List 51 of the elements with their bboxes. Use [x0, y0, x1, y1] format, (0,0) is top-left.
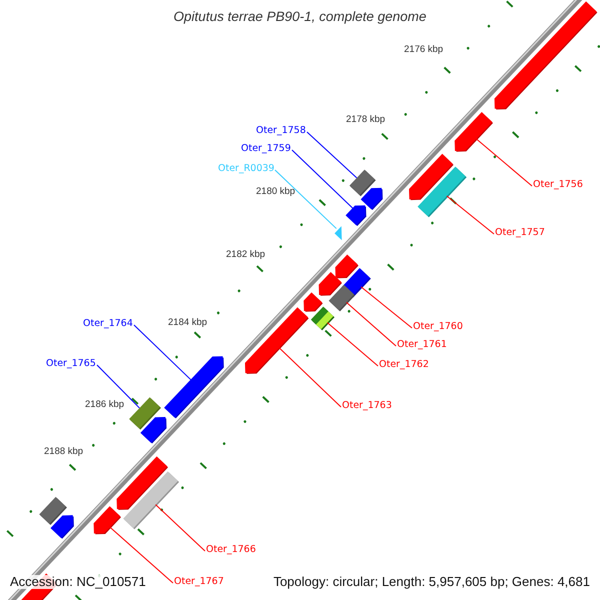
- leader-line: [274, 170, 337, 230]
- scale-label: 2180 kbp: [256, 187, 296, 198]
- gene-label: Oter_1760: [413, 322, 463, 332]
- summary-text: Topology: circular; Length: 5,957,605 bp; Genes: 4,681: [271, 575, 592, 590]
- gene-bar: [310, 306, 334, 330]
- gene-triangle: [334, 226, 342, 240]
- gene-label: Oter_1758: [256, 126, 306, 136]
- gene-feature: [50, 515, 74, 539]
- gene-feature: [244, 307, 309, 374]
- scale-label: 2176 kbp: [404, 45, 444, 56]
- scale-label: 2184 kbp: [168, 318, 208, 328]
- gene-label: Oter_1766: [206, 545, 256, 556]
- leader-line: [278, 347, 342, 408]
- leader-line: [346, 302, 396, 346]
- leader-line: [306, 132, 358, 178]
- accession-text: Accession: NC_010571: [8, 575, 148, 590]
- title: Opitutus terrae PB90-1, complete genome: [172, 10, 428, 25]
- leader-line: [446, 196, 494, 234]
- gene-feature: [94, 506, 122, 534]
- gene-label: Oter_1757: [495, 228, 545, 238]
- scale-label: 2186 kbp: [85, 400, 124, 410]
- gene-feature: [335, 254, 358, 278]
- gene-label: Oter_1764: [83, 319, 133, 330]
- gene-label: Oter_1759: [241, 144, 291, 154]
- leader-line: [109, 526, 174, 584]
- gene-feature: [360, 188, 383, 210]
- gene-feature: [304, 292, 323, 312]
- gene-feature: [346, 205, 366, 226]
- gene-bar: [328, 284, 356, 312]
- leader-line: [360, 286, 412, 328]
- gene-label: Oter_1762: [379, 360, 429, 370]
- scale-label: 2178 kbp: [346, 115, 386, 126]
- gene-feature: [454, 112, 493, 152]
- leader-line: [326, 322, 378, 366]
- gene-label: Oter_1763: [342, 401, 392, 412]
- leader-line: [476, 138, 532, 186]
- gene-feature: [164, 356, 224, 418]
- gene-label: Oter_1765: [46, 359, 96, 370]
- leader-line: [134, 324, 192, 380]
- gene-feature: [140, 416, 167, 444]
- leader-line: [96, 364, 140, 409]
- gene-label: Oter_1761: [397, 340, 447, 350]
- gene-label: Oter_1767: [174, 577, 224, 588]
- leader-line: [292, 150, 354, 209]
- gene-label: Oter_1756: [533, 180, 583, 190]
- scale-label: 2188 kbp: [44, 447, 84, 458]
- leader-line: [155, 504, 206, 552]
- gene-feature: [318, 272, 342, 296]
- gene-feature: [494, 1, 598, 110]
- scale-label: 2182 kbp: [226, 250, 266, 260]
- gene-label: Oter_R0039: [218, 164, 274, 174]
